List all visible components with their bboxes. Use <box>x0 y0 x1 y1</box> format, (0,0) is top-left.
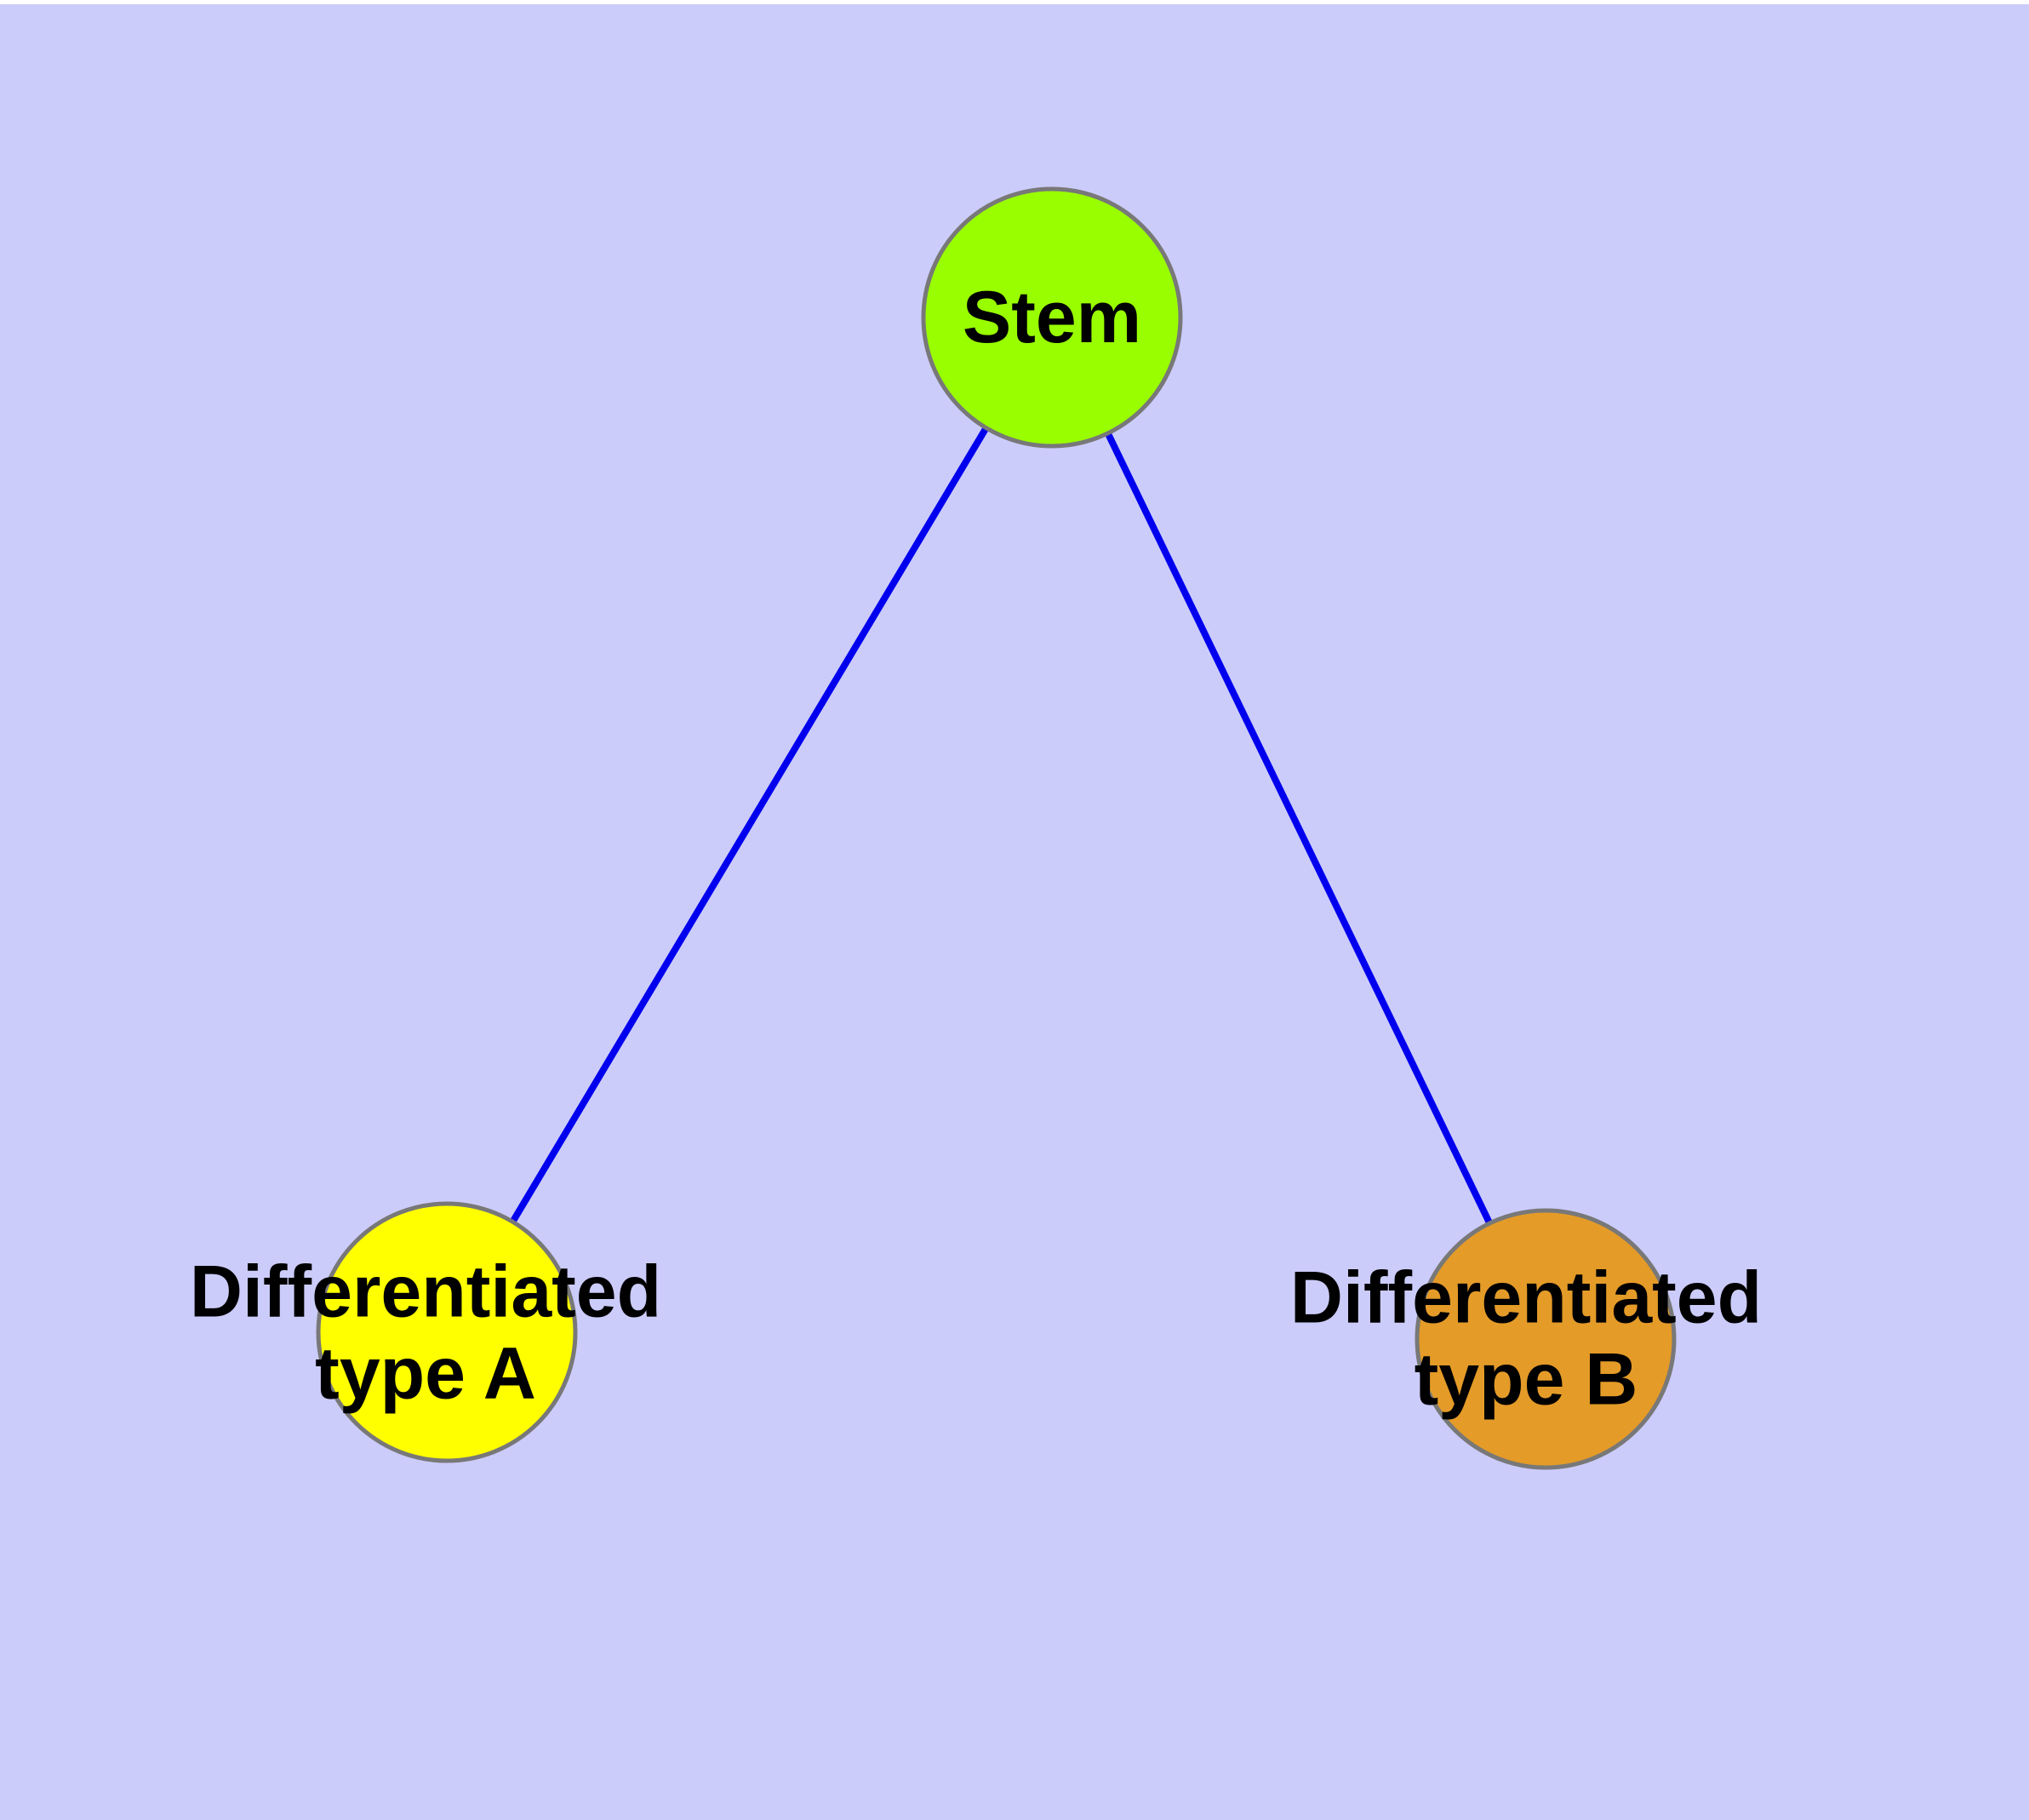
node-layer <box>316 186 1677 1470</box>
node-differentiated-type-b[interactable] <box>1415 1208 1677 1470</box>
node-stem[interactable] <box>921 186 1183 449</box>
edge-stem-to-differentiated-type-b <box>1103 428 1495 1228</box>
edge-layer <box>507 423 1495 1228</box>
edge-stem-to-differentiated-type-a <box>507 423 992 1227</box>
node-differentiated-type-a[interactable] <box>316 1201 578 1463</box>
